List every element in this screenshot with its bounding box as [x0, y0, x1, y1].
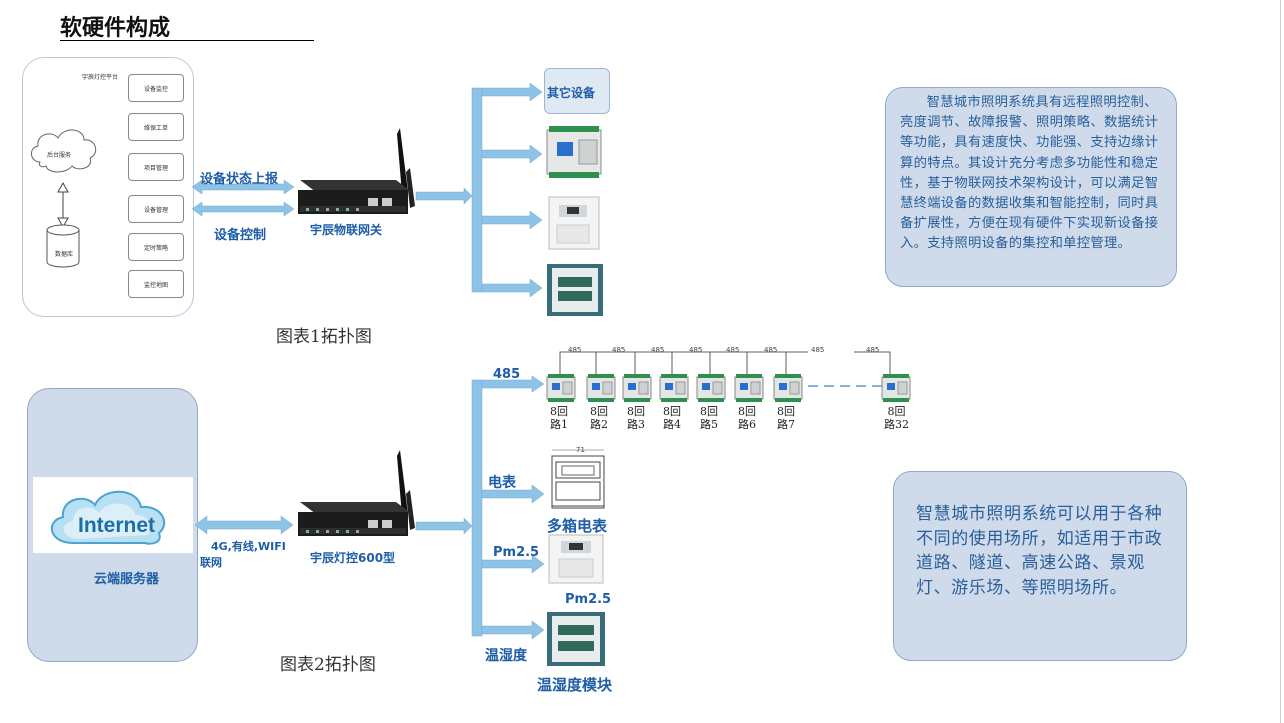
relay-unit-2	[586, 373, 616, 407]
menu-item-maintenance[interactable]: 维保工单	[128, 113, 184, 141]
menu-item-project[interactable]: 项目管理	[128, 153, 184, 181]
relay-label-2: 8回路2	[590, 405, 608, 431]
meter-device-label: 多箱电表	[547, 517, 608, 535]
menu-item-map[interactable]: 监控地图	[128, 270, 184, 298]
bus-label-6: 485	[764, 346, 778, 354]
cloud-icon	[31, 129, 97, 173]
relay-label-3: 8回路3	[627, 405, 645, 431]
relay-unit-5	[696, 373, 726, 407]
database-icon	[46, 224, 80, 268]
bus-label-5: 485	[726, 346, 740, 354]
relay-unit-8	[881, 373, 911, 407]
relay-unit-7	[773, 373, 803, 407]
cloud-label: 后台服务	[47, 152, 72, 159]
description-box-1: 智慧城市照明系统具有远程照明控制、亮度调节、故障报警、照明策略、数据统计等功能，…	[885, 87, 1177, 287]
cloud-server-label: 云端服务器	[94, 572, 160, 587]
bus-label-7: 485	[811, 346, 825, 354]
menu-item-schedule[interactable]: 定时策略	[128, 233, 184, 261]
relay-unit-3	[622, 373, 652, 407]
network-label-2: 联网	[200, 556, 222, 569]
relay-label-4: 8回路4	[663, 405, 681, 431]
relay-bus	[559, 351, 891, 387]
relay-unit-1	[546, 373, 576, 407]
humidity-module-image-1	[547, 264, 603, 316]
gateway-device-1	[298, 128, 415, 214]
network-label-1: 4G,有线,WIFI	[211, 540, 286, 553]
relay-label-6: 8回路6	[738, 405, 756, 431]
status-report-label: 设备状态上报	[200, 172, 279, 187]
branch-arrows-1	[415, 82, 543, 298]
relay-label-1: 8回路1	[550, 405, 568, 431]
bus-label-3: 485	[651, 346, 665, 354]
pm25-sensor-image-2	[548, 534, 604, 584]
relay-controller-image	[546, 126, 602, 178]
device-control-label: 设备控制	[214, 228, 267, 243]
double-arrows-1	[191, 179, 295, 217]
caption-1: 图表1拓扑图	[276, 327, 372, 347]
relay-label-7: 8回路7	[777, 405, 795, 431]
branch-485-label: 485	[493, 367, 521, 382]
double-arrow-2	[194, 515, 294, 535]
menu-item-device-monitor[interactable]: 设备监控	[128, 74, 184, 102]
relay-unit-6	[734, 373, 764, 407]
other-devices-label: 其它设备	[547, 86, 596, 100]
internet-text: Internet	[78, 514, 156, 537]
humidity-module-image-2	[547, 612, 605, 666]
relay-label-32: 8回路32	[884, 405, 909, 431]
branch-arrows-2	[415, 376, 545, 640]
branch-meter-label: 电表	[488, 475, 516, 491]
platform-title: 宇辰灯控平台	[82, 74, 119, 81]
branch-humidity-label: 温湿度	[485, 648, 527, 664]
bus-label-8: 485	[866, 346, 880, 354]
menu-item-device-manage[interactable]: 设备管理	[128, 195, 184, 223]
branch-pm-label: Pm2.5	[493, 545, 540, 560]
page-title: 软硬件构成	[60, 16, 171, 41]
relay-label-5: 8回路5	[700, 405, 718, 431]
bus-label-2: 485	[612, 346, 626, 354]
multi-box-meter-image	[551, 449, 605, 509]
title-underline	[60, 40, 314, 41]
gateway-device-2	[298, 450, 415, 536]
other-devices-box	[544, 68, 610, 114]
pm25-sensor-image	[548, 196, 600, 250]
caption-2: 图表2拓扑图	[280, 655, 376, 675]
humidity-device-label: 温湿度模块	[537, 676, 613, 694]
gateway-label-1: 宇辰物联网关	[310, 223, 383, 237]
internet-image	[33, 477, 193, 553]
page-edge	[1280, 0, 1281, 723]
description-box-2: 智慧城市照明系统可以用于各种不同的使用场所，如适用于市政道路、隧道、高速公路、景…	[893, 471, 1187, 661]
relay-unit-4	[659, 373, 689, 407]
pm-device-label: Pm2.5	[565, 592, 612, 607]
meter-dimension: 71	[576, 446, 585, 454]
bus-label-1: 485	[568, 346, 582, 354]
database-label: 数据库	[55, 251, 74, 258]
bus-label-4: 485	[689, 346, 703, 354]
gateway-label-2: 宇辰灯控600型	[310, 551, 396, 565]
cloud-db-drawing	[31, 129, 97, 268]
